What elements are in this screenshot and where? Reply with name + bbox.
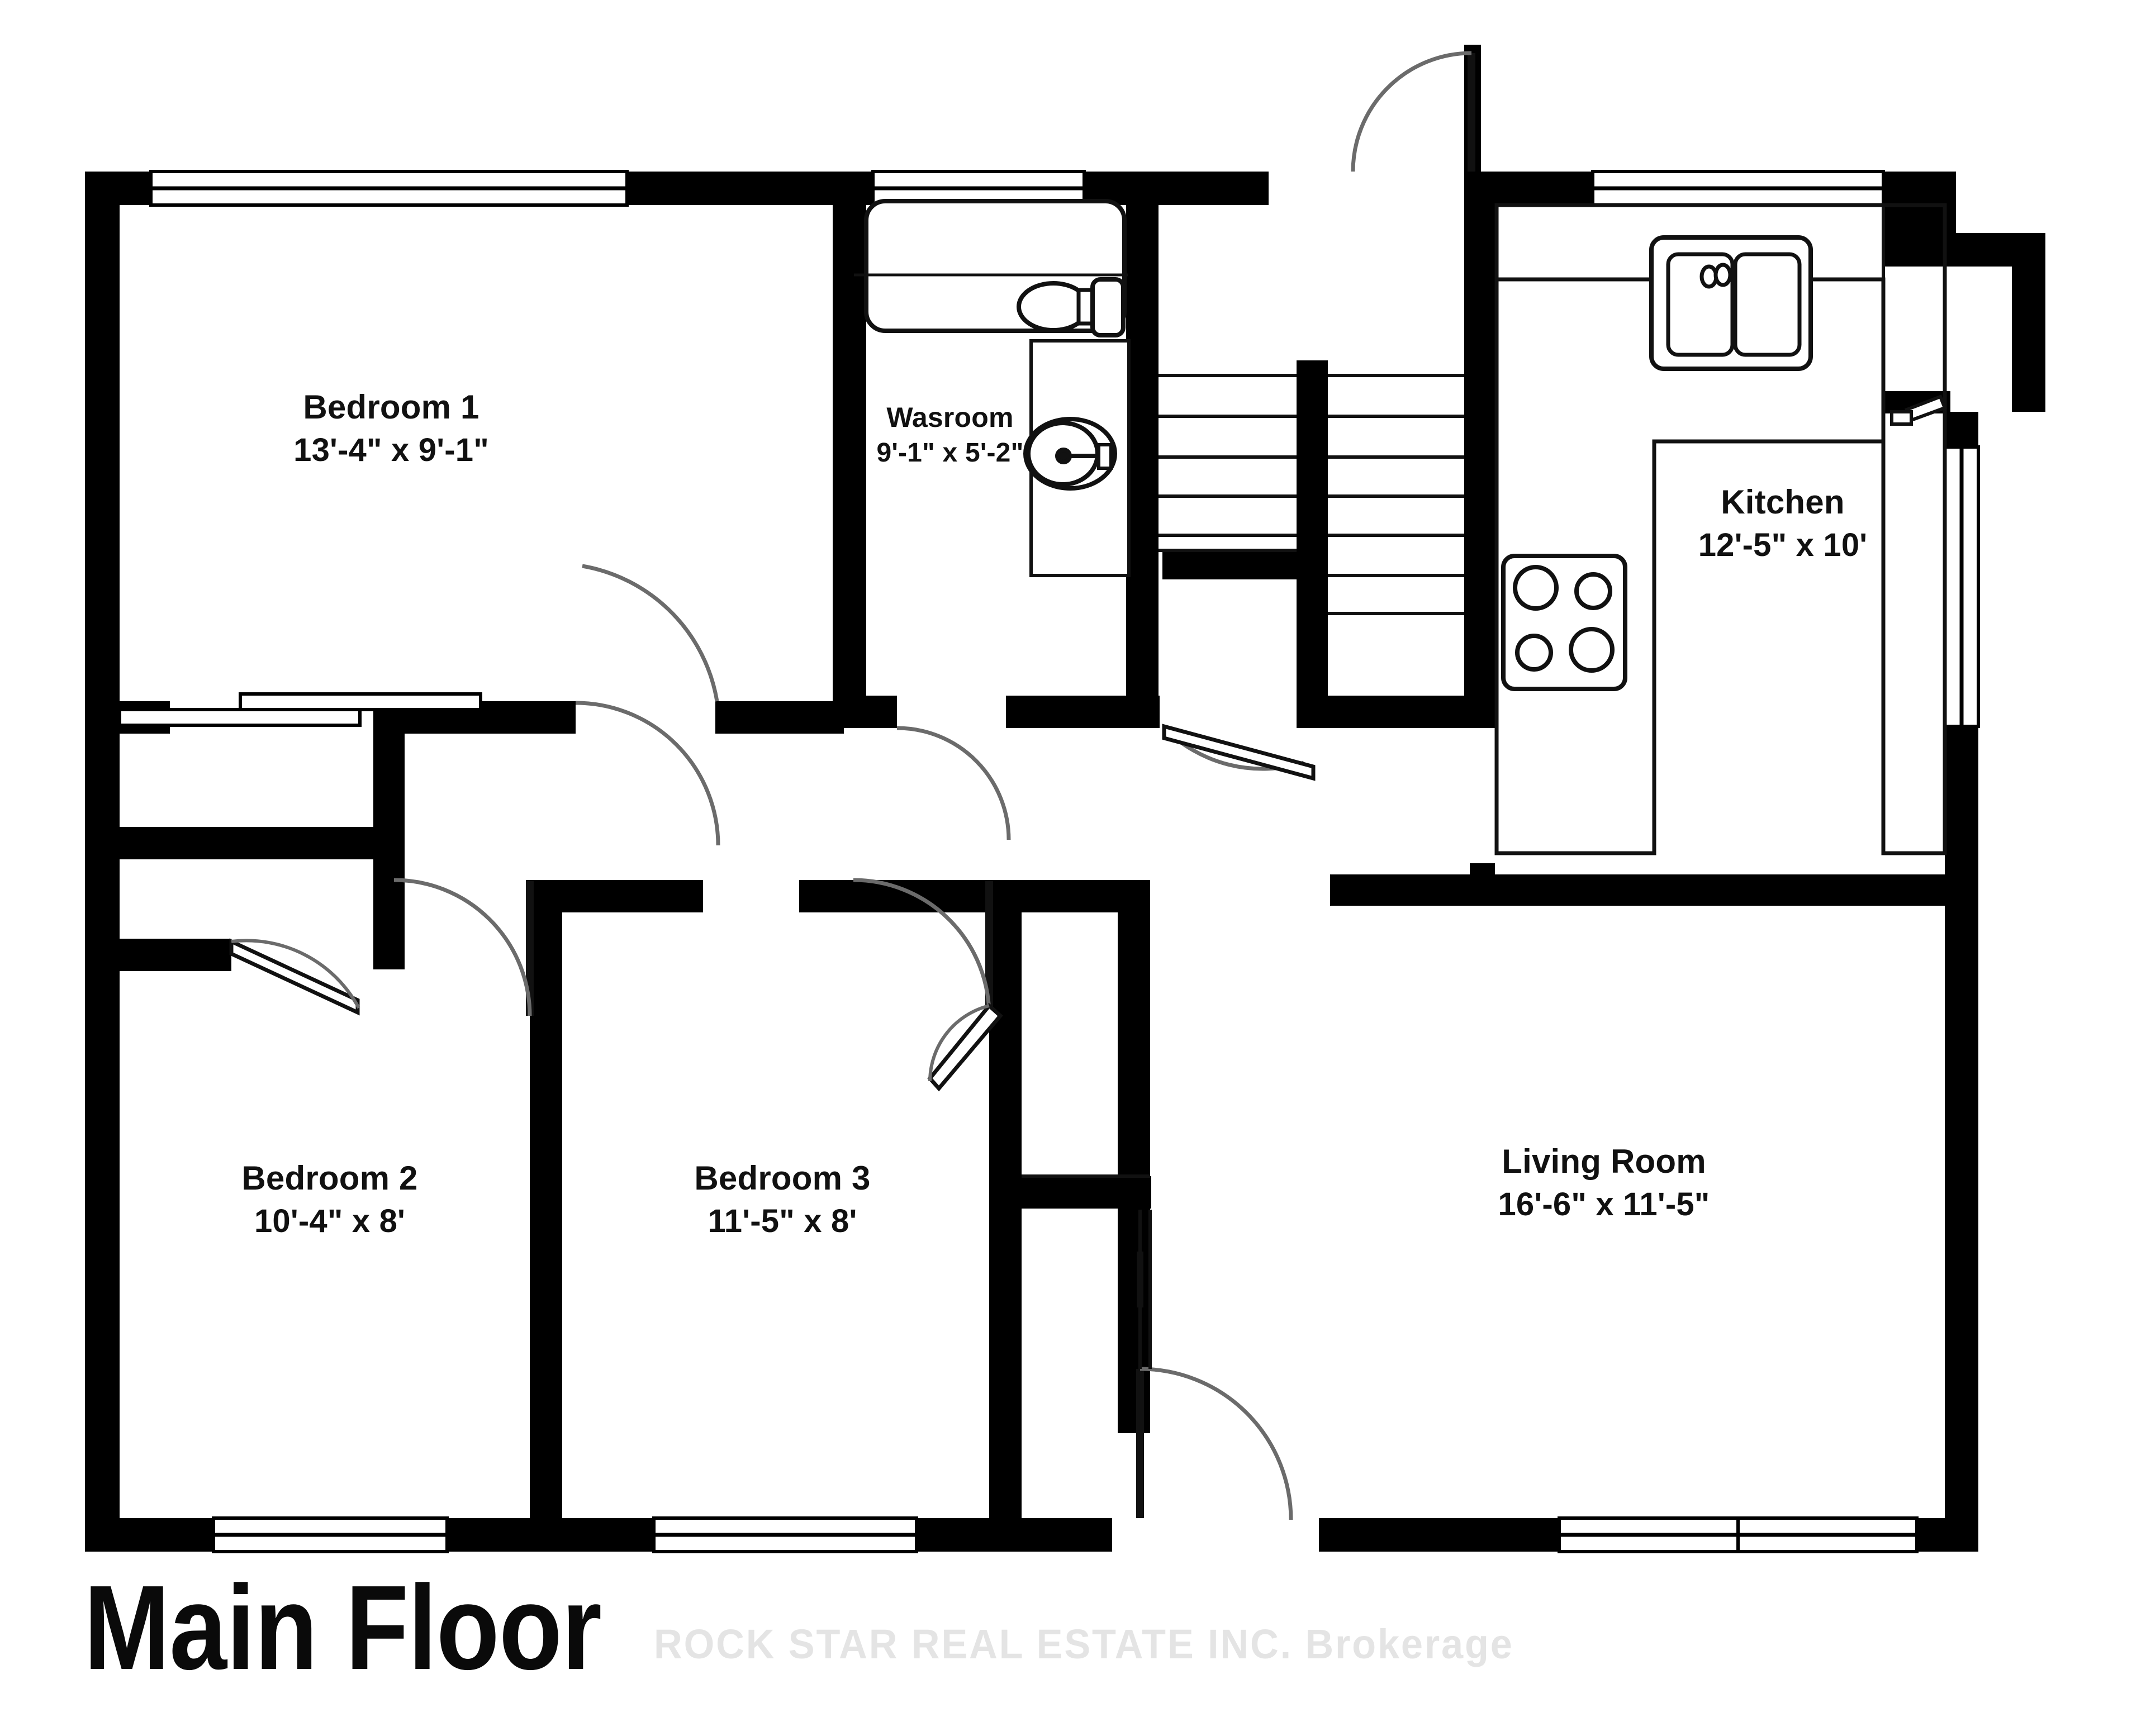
kitchen-fixtures [1494, 203, 1947, 855]
room-label-kitchen: Kitchen 12'-5" x 10' [1643, 481, 1922, 566]
window-kitchen-top [1591, 170, 1885, 207]
room-dimensions-bedroom-1: 13'-4" x 9'-1" [293, 432, 489, 468]
room-label-wasroom: Wasroom 9'-1" x 5'-2" [838, 399, 1062, 470]
room-label-living-room: Living Room 16'-6" x 11'-5" [1442, 1140, 1766, 1225]
kitchen-sink [1649, 235, 1813, 371]
room-dimensions-living-room: 16'-6" x 11'-5" [1498, 1186, 1710, 1223]
toilet-fixture [1017, 277, 1126, 337]
window-bedroom3-bottom [652, 1516, 918, 1553]
interior-walls [120, 172, 1978, 1550]
wall-details [1022, 205, 1885, 1369]
door-hall-closet [927, 1002, 1003, 1092]
room-dimensions-bedroom-3: 11'-5" x 8' [708, 1203, 857, 1239]
window-bay-right [1943, 445, 1980, 728]
room-name-bedroom-2: Bedroom 2 [241, 1159, 418, 1197]
kitchen-stove [1501, 554, 1627, 691]
room-name-bedroom-3: Bedroom 3 [694, 1159, 871, 1197]
window-bedroom1-top [149, 170, 629, 207]
sliding-door-hall-closet [118, 692, 482, 727]
washroom-fixtures [854, 199, 1131, 577]
brokerage-watermark: ROCK STAR REAL ESTATE INC. Brokerage [654, 1621, 1514, 1667]
windows [118, 170, 1980, 1553]
door-bedroom2 [393, 878, 534, 1016]
page-title: Main Floor [84, 1560, 602, 1695]
room-name-bedroom-1: Bedroom 1 [303, 388, 479, 426]
door-bedroom1 [575, 564, 720, 846]
door-entry [1351, 51, 1475, 172]
room-name-kitchen: Kitchen [1721, 483, 1845, 521]
door-washroom [896, 726, 1011, 840]
door-livingroom [1136, 1367, 1293, 1520]
room-dimensions-bedroom-2: 10'-4" x 8' [254, 1203, 406, 1239]
window-livingroom-bottom [1558, 1516, 1919, 1553]
exterior-walls [85, 45, 2045, 1552]
doors [229, 51, 1947, 1520]
room-dimensions-kitchen: 12'-5" x 10' [1698, 527, 1868, 563]
door-side-entry [1890, 394, 1947, 426]
window-bedroom2-bottom [212, 1516, 449, 1553]
vanity-sink [1023, 417, 1117, 491]
room-label-bedroom-1: Bedroom 1 13'-4" x 9'-1" [235, 386, 548, 471]
door-hall-landing [1162, 724, 1316, 781]
room-dimensions-wasroom: 9'-1" x 5'-2" [876, 438, 1024, 468]
room-name-wasroom: Wasroom [886, 402, 1014, 433]
door-linen-closet [229, 938, 360, 1016]
door-bedroom3 [853, 878, 993, 1016]
room-label-bedroom-2: Bedroom 2 10'-4" x 8' [173, 1157, 486, 1242]
room-name-living-room: Living Room [1502, 1143, 1706, 1180]
room-label-bedroom-3: Bedroom 3 11'-5" x 8' [626, 1157, 939, 1242]
staircase [1159, 374, 1464, 615]
